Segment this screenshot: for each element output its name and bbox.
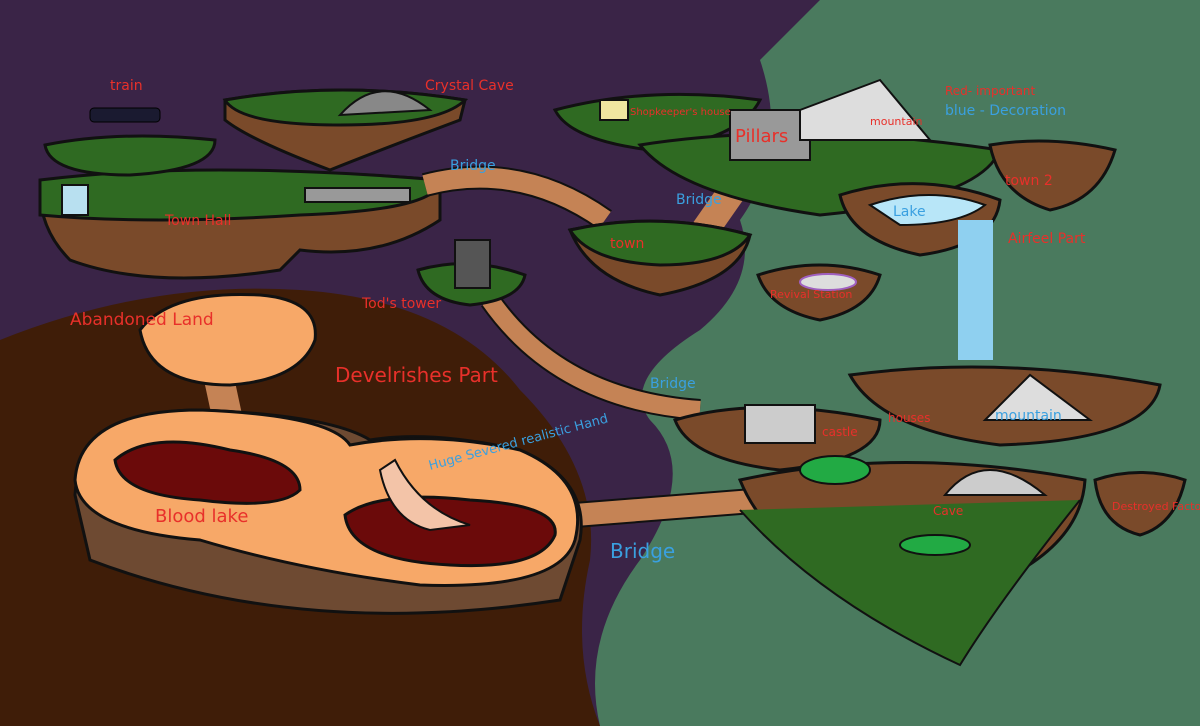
severed-hand-icon — [378, 458, 471, 532]
tods-tower-island — [416, 239, 527, 307]
town2-island — [988, 139, 1117, 212]
legend-blue: blue - Decoration — [945, 103, 1066, 119]
castle-icon — [744, 404, 816, 444]
label-castle: castle — [822, 425, 858, 439]
label-mountain-top: mountain — [870, 115, 922, 128]
label-abandoned-land: Abandoned Land — [70, 310, 214, 330]
tower-icon — [454, 239, 491, 289]
blood-lake-island — [73, 408, 583, 615]
label-cave: Cave — [933, 504, 963, 518]
mountain-icon — [799, 78, 933, 141]
label-revival: Revival Station — [770, 288, 852, 301]
label-train: train — [110, 78, 143, 94]
label-shopkeeper: Shopkeeper's house — [630, 107, 731, 118]
town-hall-island — [38, 107, 442, 280]
label-town2: town 2 — [1005, 173, 1053, 189]
waterfall — [958, 220, 993, 360]
label-town: town — [610, 236, 644, 252]
legend-red: Red- important — [945, 84, 1036, 98]
label-bridge-top: Bridge — [450, 158, 496, 174]
label-factory: Destroyed Factory — [1112, 500, 1200, 513]
abandoned-land-island — [138, 292, 317, 387]
label-bridge-bottom: Bridge — [610, 539, 675, 563]
label-develrishes: Develrishes Part — [335, 363, 498, 387]
label-blood-lake: Blood lake — [155, 506, 248, 527]
train-icon — [89, 107, 161, 123]
cave-icon — [942, 469, 1048, 496]
crystal-cave-icon — [337, 90, 433, 117]
factory-island — [1093, 471, 1187, 537]
label-bridge-castle: Bridge — [650, 376, 696, 392]
castle-island — [673, 365, 1162, 667]
label-airfeel: Airfeel Part — [1008, 231, 1086, 247]
label-houses: houses — [888, 411, 930, 425]
label-town-hall: Town Hall — [164, 213, 231, 229]
label-lake: Lake — [893, 204, 926, 220]
town-island — [567, 219, 753, 297]
crystal-cave-island — [222, 88, 469, 172]
blood-pool-left — [113, 440, 302, 505]
label-mountain-right: mountain — [995, 408, 1062, 424]
pillars-icon — [729, 109, 811, 161]
label-tods-tower: Tod's tower — [361, 296, 441, 312]
revival-station-island — [756, 263, 882, 322]
label-pillars: Pillars — [735, 126, 788, 147]
label-crystal-cave: Crystal Cave — [425, 78, 514, 94]
lake-island — [838, 182, 1002, 360]
label-bridge-town: Bridge — [676, 192, 722, 208]
